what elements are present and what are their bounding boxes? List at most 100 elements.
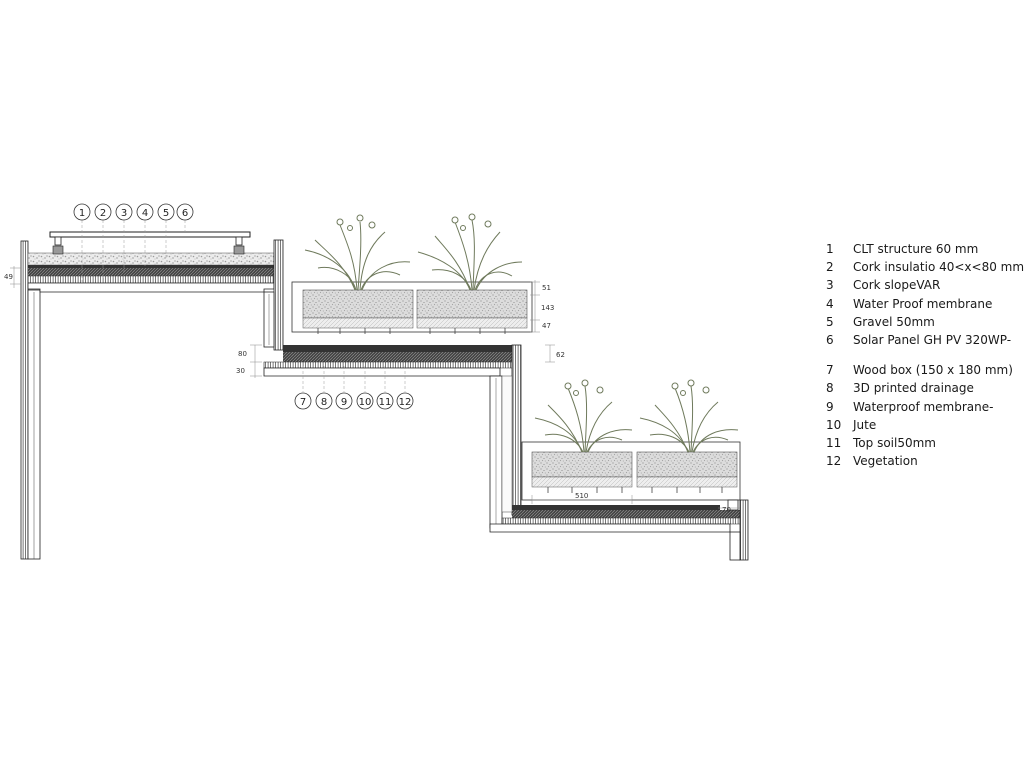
callouts-top: 1 2 3 4 5 6 bbox=[73, 203, 194, 284]
dim-70-label: 70 bbox=[722, 506, 731, 514]
legend-label: 3D printed drainage bbox=[853, 381, 974, 396]
lower-dimensions bbox=[531, 495, 740, 509]
legend-item: 9 Waterproof membrane- bbox=[826, 398, 1021, 416]
callout-9-label: 9 bbox=[341, 397, 347, 408]
callout-11-label: 11 bbox=[379, 397, 392, 408]
lower-terrace-clt bbox=[501, 517, 741, 525]
legend-label: Vegetation bbox=[853, 454, 918, 469]
legend-label: Wood box (150 x 180 mm) bbox=[853, 363, 1013, 378]
callout-10-label: 10 bbox=[359, 397, 372, 408]
legend-label: Waterproof membrane- bbox=[853, 399, 994, 414]
legend-item: 8 3D printed drainage bbox=[826, 379, 1021, 397]
lower-terrace-membrane bbox=[512, 505, 720, 510]
callout-4: 4 bbox=[136, 203, 154, 266]
legend-item: 3 Cork slopeVAR bbox=[826, 276, 1021, 294]
lower-planter-2-soil bbox=[636, 451, 738, 478]
solar-support-right bbox=[235, 236, 243, 246]
legend-label: Cork slopeVAR bbox=[853, 278, 941, 293]
callout-8: 8 bbox=[315, 366, 333, 410]
legend-num: 9 bbox=[826, 399, 834, 414]
callout-1-label: 1 bbox=[79, 208, 85, 219]
legend-label: Top soil50mm bbox=[853, 435, 936, 450]
legend-num: 10 bbox=[826, 417, 842, 432]
solar-foot-right bbox=[233, 245, 245, 255]
legend-item: 11 Top soil50mm bbox=[826, 434, 1021, 452]
plant-2 bbox=[417, 213, 523, 291]
callout-2: 2 bbox=[94, 203, 112, 279]
callout-9: 9 bbox=[335, 366, 353, 410]
upper-planter-1-drain bbox=[302, 317, 414, 329]
legend-label: Water Proof membrane bbox=[853, 296, 993, 311]
legend-num: 3 bbox=[826, 278, 834, 293]
lower-planter-2-drain bbox=[636, 476, 738, 488]
legend-item: 7 Wood box (150 x 180 mm) bbox=[826, 361, 1021, 379]
legend-num: 5 bbox=[826, 314, 834, 329]
upper-terrace-insulation bbox=[283, 352, 512, 362]
cork-insulation-layer bbox=[27, 275, 275, 284]
callout-8-label: 8 bbox=[321, 397, 327, 408]
plant-4 bbox=[639, 379, 739, 453]
legend: 1 CLT structure 60 mm 2 Cork insulatio 40<… bbox=[826, 240, 1024, 482]
plant-1 bbox=[304, 214, 411, 291]
callout-12: 12 bbox=[396, 366, 414, 410]
legend-num: 8 bbox=[826, 381, 834, 396]
solar-support-left bbox=[54, 236, 62, 246]
solar-panel bbox=[49, 231, 251, 238]
legend-num: 12 bbox=[826, 454, 842, 469]
lower-right-wall-outer bbox=[739, 499, 749, 561]
lower-edge-drain bbox=[727, 499, 739, 511]
dim-47-label: 47 bbox=[542, 322, 551, 330]
callout-11: 11 bbox=[376, 366, 394, 410]
callouts-bottom: 7 8 9 10 11 12 bbox=[294, 366, 414, 410]
upper-vegetation bbox=[304, 213, 523, 291]
cork-slope-layer bbox=[28, 268, 274, 276]
callout-3: 3 bbox=[115, 203, 133, 272]
dim-62-label: 62 bbox=[556, 351, 565, 359]
upper-planter-2-soil bbox=[416, 289, 528, 319]
legend-label: Jute bbox=[853, 417, 877, 432]
legend-num: 1 bbox=[826, 242, 834, 257]
upper-terrace bbox=[263, 281, 533, 529]
callout-10: 10 bbox=[356, 366, 374, 410]
upper-roof-section bbox=[20, 231, 284, 560]
upper-planter-1-soil bbox=[302, 289, 414, 319]
upper-dimensions bbox=[250, 280, 555, 378]
legend-item: 1 CLT structure 60 mm bbox=[826, 240, 1021, 258]
legend-num: 7 bbox=[826, 363, 834, 378]
solar-foot-left bbox=[52, 245, 64, 255]
callout-4-label: 4 bbox=[142, 208, 148, 219]
callout-2-label: 2 bbox=[100, 208, 106, 219]
callout-6: 6 bbox=[176, 203, 194, 232]
dimension-roof-edge: 49 bbox=[4, 266, 21, 288]
right-parapet bbox=[273, 239, 284, 351]
callout-5: 5 bbox=[157, 203, 175, 258]
waterproof-layer bbox=[28, 265, 274, 268]
lower-planter-1-soil bbox=[531, 451, 633, 478]
left-wall-clt bbox=[20, 240, 29, 560]
lower-terrace-ceiling bbox=[489, 523, 731, 533]
callout-3-label: 3 bbox=[121, 208, 127, 219]
legend-group-roof: 1 CLT structure 60 mm 2 Cork insulatio 40<… bbox=[826, 240, 1024, 349]
callout-5-label: 5 bbox=[163, 208, 169, 219]
legend-label: CLT structure 60 mm bbox=[853, 242, 979, 257]
callout-7: 7 bbox=[294, 366, 312, 410]
dim-510-label: 510 bbox=[575, 492, 588, 500]
lower-drain-feet bbox=[547, 487, 723, 493]
legend-num: 2 bbox=[826, 260, 834, 275]
legend-item: 12 Vegetation bbox=[826, 452, 1021, 470]
lower-planter-1-drain bbox=[531, 476, 633, 488]
dim-143-label: 143 bbox=[541, 304, 554, 312]
legend-num: 11 bbox=[826, 435, 842, 450]
clt-ceiling-slab bbox=[27, 282, 275, 293]
legend-label: Cork insulatio 40<x<80 mm bbox=[853, 260, 1024, 275]
lower-terrace bbox=[489, 441, 749, 561]
callout-12-label: 12 bbox=[399, 397, 412, 408]
legend-item: 10 Jute bbox=[826, 416, 1021, 434]
lower-vegetation bbox=[534, 379, 739, 453]
legend-label: Solar Panel GH PV 320WP- bbox=[853, 333, 1012, 348]
upper-terrace-membrane bbox=[283, 345, 512, 352]
lower-terrace-insulation bbox=[512, 510, 740, 518]
